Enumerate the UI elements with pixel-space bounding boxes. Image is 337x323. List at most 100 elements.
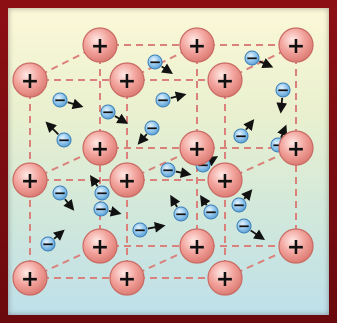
motion-arrow (67, 98, 84, 110)
free-electron: − (160, 161, 192, 179)
positive-ion: + (12, 162, 48, 198)
ion-plus-symbol: + (118, 267, 136, 292)
ion-sphere (82, 27, 118, 63)
ion-sphere (179, 228, 215, 264)
electron-minus-symbol: − (54, 184, 67, 202)
electron-sphere (275, 82, 291, 98)
free-electron: − (233, 119, 255, 145)
ion-plus-symbol: + (91, 137, 109, 162)
electron-minus-symbol: − (58, 131, 71, 149)
electron-sphere (93, 201, 109, 217)
free-electron: − (132, 221, 166, 239)
electron-sphere (144, 120, 160, 136)
motion-arrow (175, 167, 192, 178)
electron-minus-symbol: − (246, 49, 259, 67)
electron-sphere (147, 54, 163, 70)
motion-arrow (276, 97, 288, 114)
positive-ion: + (82, 228, 118, 264)
diagram-panel (8, 8, 329, 315)
electron-minus-symbol: − (54, 91, 67, 109)
ion-plus-symbol: + (188, 235, 206, 260)
ion-plus-symbol: + (91, 235, 109, 260)
electron-sphere (56, 132, 72, 148)
electron-sphere (52, 185, 68, 201)
electron-minus-symbol: − (205, 203, 218, 221)
positive-ion: + (179, 228, 215, 264)
ion-plus-symbol: + (91, 34, 109, 59)
ion-plus-symbol: + (216, 267, 234, 292)
free-electron: − (170, 194, 189, 223)
ion-sphere (109, 62, 145, 98)
positive-ion: + (82, 130, 118, 166)
motion-arrow (147, 221, 166, 233)
electron-sphere (160, 162, 176, 178)
ion-sphere (12, 260, 48, 296)
positive-ion: + (109, 62, 145, 98)
ion-plus-symbol: + (287, 137, 305, 162)
motion-arrow (241, 189, 253, 201)
free-electron: − (52, 91, 84, 110)
ion-sphere (82, 130, 118, 166)
motion-arrow (53, 229, 65, 241)
electron-minus-symbol: − (162, 161, 175, 179)
electron-minus-symbol: − (134, 221, 147, 239)
free-electron: − (93, 200, 122, 218)
positive-ion: + (179, 27, 215, 63)
electron-sphere (155, 92, 171, 108)
ion-sphere (109, 260, 145, 296)
motion-arrow (200, 194, 211, 207)
electron-sphere (231, 197, 247, 213)
electron-minus-symbol: − (235, 127, 248, 145)
positive-ion: + (207, 162, 243, 198)
motion-arrow (170, 91, 187, 102)
ion-sphere (207, 62, 243, 98)
ion-plus-symbol: + (216, 69, 234, 94)
ion-sphere (278, 228, 314, 264)
motion-arrow (63, 198, 75, 211)
ion-plus-symbol: + (216, 169, 234, 194)
positive-ion: + (12, 62, 48, 98)
positive-ion: + (12, 260, 48, 296)
motion-arrow (258, 58, 274, 69)
ion-sphere (179, 130, 215, 166)
positive-ion: + (278, 228, 314, 264)
motion-arrow (170, 194, 181, 208)
ion-plus-symbol: + (287, 235, 305, 260)
ion-sphere (179, 27, 215, 63)
electron-minus-symbol: − (96, 184, 109, 202)
motion-arrow (137, 133, 149, 145)
motion-arrow (114, 113, 129, 124)
motion-arrow (250, 229, 265, 240)
electron-sphere (100, 104, 116, 120)
ion-plus-symbol: + (188, 137, 206, 162)
ion-sphere (278, 130, 314, 166)
electron-sphere (94, 185, 110, 201)
ion-sphere (278, 27, 314, 63)
ion-sphere (109, 162, 145, 198)
positive-ion: + (278, 130, 314, 166)
electron-minus-symbol: − (277, 81, 290, 99)
free-electron: − (244, 49, 274, 69)
ion-plus-symbol: + (21, 169, 39, 194)
motion-arrow (243, 119, 255, 131)
electron-sphere (52, 92, 68, 108)
ion-sphere (12, 162, 48, 198)
free-electron: − (236, 217, 265, 240)
positive-ion: + (179, 130, 215, 166)
ion-sphere (12, 62, 48, 98)
electron-sphere (132, 222, 148, 238)
positive-ion: + (109, 260, 145, 296)
free-electron: − (275, 81, 291, 114)
ion-sphere (207, 260, 243, 296)
motion-arrow (108, 206, 122, 217)
ion-sphere (207, 162, 243, 198)
electron-minus-symbol: − (157, 91, 170, 109)
electron-minus-symbol: − (233, 196, 246, 214)
free-electron: − (137, 119, 160, 145)
ion-plus-symbol: + (21, 267, 39, 292)
positive-ion: + (82, 27, 118, 63)
free-electron: − (52, 184, 75, 211)
motion-arrow (45, 121, 59, 135)
free-electron: − (200, 194, 219, 221)
